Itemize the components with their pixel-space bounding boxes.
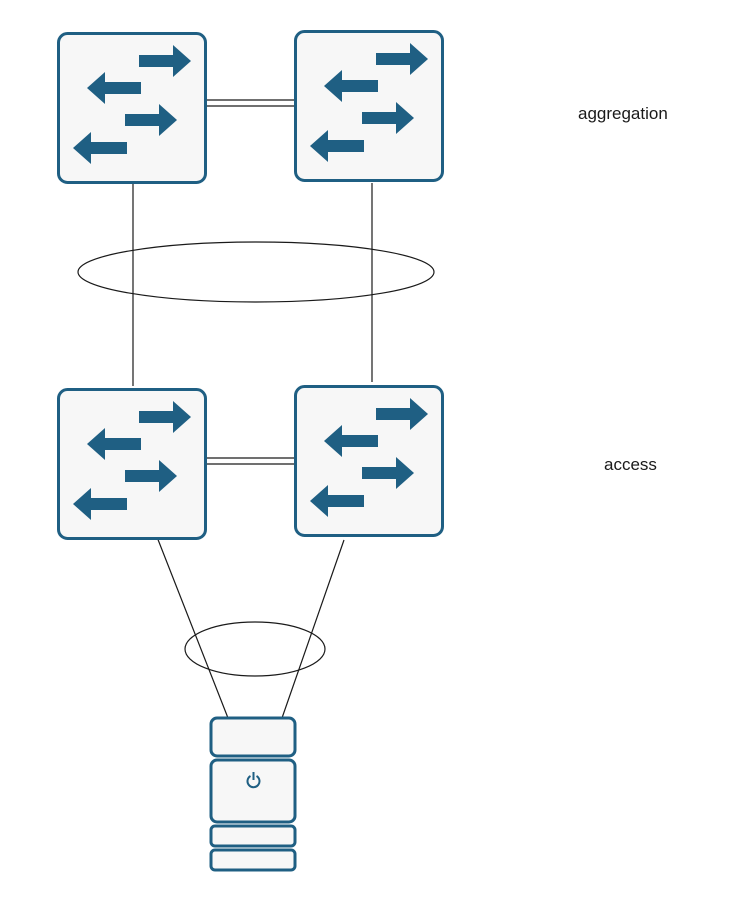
aggregation-layer-label: aggregation [578,104,668,123]
network-switch-icon [57,32,207,184]
server-link-right [281,539,345,719]
access-layer-label: access [604,455,657,474]
connection-lines [77,99,435,719]
access-switch-left [57,388,207,540]
server-link-left [156,536,229,719]
network-switch-icon [294,385,444,537]
aggregation-switch-left [57,32,207,184]
aggregation-switch-right [294,30,444,182]
server-bundle-ellipse [184,621,326,677]
network-switch-icon [294,30,444,182]
server-tower-icon [209,716,297,872]
uplink-bundle-ellipse [77,241,435,303]
network-switch-icon [57,388,207,540]
access-switch-right [294,385,444,537]
power-icon [246,772,261,789]
